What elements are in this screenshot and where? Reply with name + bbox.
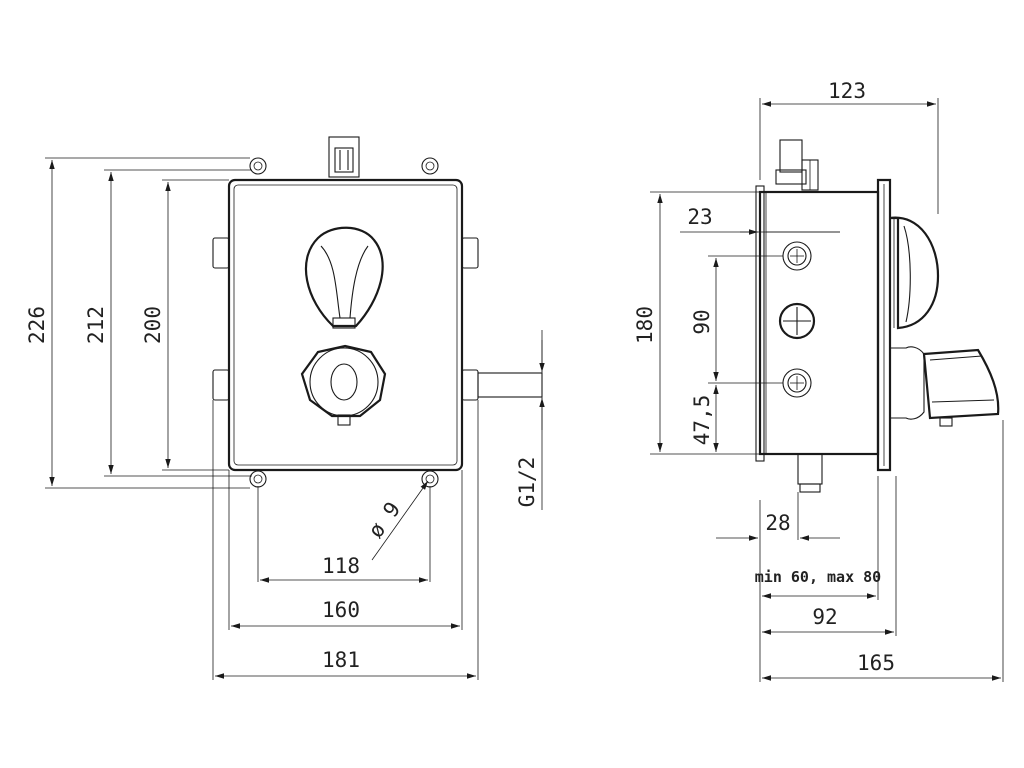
front-body-outline: [227, 178, 464, 472]
port-upper-icon: [782, 241, 812, 271]
dim-install-range: min 60, max 80: [755, 568, 881, 586]
dim-overall-width: 181: [322, 648, 360, 672]
dim-mount-height: 212: [84, 306, 108, 344]
dim-body-width: 160: [322, 598, 360, 622]
front-view: 226 212 200 118 160 181 ø 9 G1/2: [25, 136, 545, 680]
side-bottom-connector: [797, 453, 823, 485]
dim-connection: G1/2: [515, 457, 539, 508]
side-knob-icon: [890, 346, 1000, 427]
mounting-lugs: [249, 157, 439, 488]
top-connector: [328, 136, 360, 178]
side-top-connector: [775, 139, 819, 191]
dim-bottom-offset: 47,5: [690, 395, 714, 446]
dim-overall-height: 226: [25, 306, 49, 344]
dim-body-height-side: 180: [633, 306, 657, 344]
front-extension-lines: [45, 157, 543, 680]
dim-body-height: 200: [141, 306, 165, 344]
dim-overall-depth: 123: [828, 79, 866, 103]
dim-port-spacing: 90: [690, 309, 714, 334]
front-body-inner: [233, 184, 458, 466]
port-center-icon: [778, 302, 816, 340]
side-cover-plate: [876, 178, 892, 472]
side-body-outline: [758, 190, 880, 456]
dim-hole-spacing: 118: [322, 554, 360, 578]
port-lower-icon: [782, 368, 812, 398]
diverter-knob-icon: [300, 344, 387, 426]
front-dimension-lines: [49, 160, 545, 679]
dim-port-depth: 28: [765, 511, 790, 535]
side-dimension-lines: [657, 101, 1001, 681]
dim-top-offset: 23: [687, 205, 712, 229]
dim-hole-diameter: ø 9: [363, 497, 405, 542]
side-lever-icon: [889, 216, 940, 330]
dim-body-depth: 92: [812, 605, 837, 629]
side-back-plate: [755, 185, 765, 462]
lever-handle-icon: [304, 226, 384, 329]
side-extension-lines: [650, 98, 1004, 682]
side-tabs: [212, 237, 543, 401]
dim-total-depth: 165: [857, 651, 895, 675]
side-view: 123 23 180 90 47,5 28 min 60, max 80 92 …: [633, 79, 1004, 682]
